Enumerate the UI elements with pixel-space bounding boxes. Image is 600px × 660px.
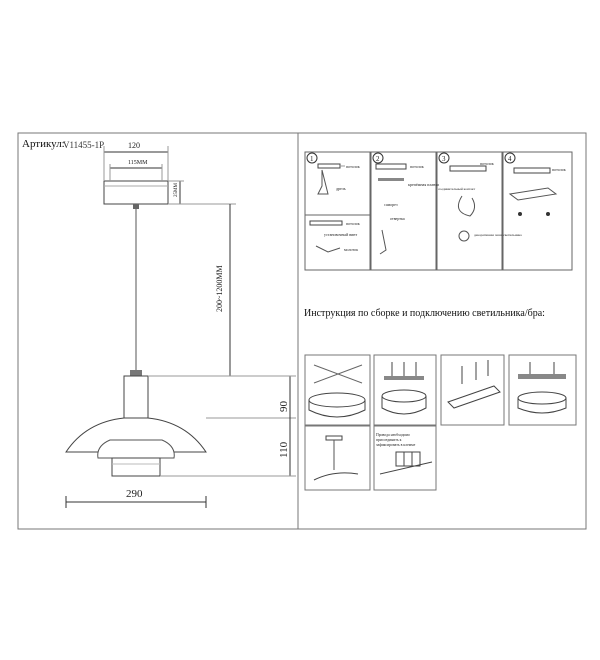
svg-text:крепёжная планка: крепёжная планка xyxy=(408,182,439,187)
step-panel-2 xyxy=(370,151,437,271)
article-label: Артикул: xyxy=(22,138,65,150)
assembly-panel-3 xyxy=(440,354,505,426)
dim-cord-length: 200~1200MM xyxy=(215,265,224,312)
svg-text:потолок: потолок xyxy=(346,221,360,226)
canopy xyxy=(103,180,169,205)
step-panel-1 xyxy=(304,151,371,271)
dim-canopy-inner: 115MM xyxy=(128,160,148,166)
svg-text:потолок: потолок xyxy=(346,164,360,169)
svg-text:отвертка: отвертка xyxy=(390,216,405,221)
dim-shade-width: 290 xyxy=(126,488,143,500)
assembly-panel-6 xyxy=(373,425,437,491)
svg-text:молоток: молоток xyxy=(344,247,358,252)
hammer-icon xyxy=(315,245,341,253)
wiring-note-1: Провода необходимо xyxy=(376,433,410,437)
svg-text:дрель: дрель xyxy=(336,186,346,191)
step-panel-4 xyxy=(502,151,573,271)
svg-text:потолок: потолок xyxy=(480,161,494,166)
dim-bottom-height: 110 xyxy=(278,441,290,458)
dim-canopy-width: 120 xyxy=(128,141,140,150)
dim-canopy-height: 25MM xyxy=(174,183,179,197)
lamp-drawing xyxy=(65,180,207,477)
upper-shade xyxy=(65,417,207,453)
mounting-bracket xyxy=(378,178,404,181)
drill-icon xyxy=(317,169,329,195)
dim-top-height: 90 xyxy=(278,401,290,413)
wiring-note-2: присоединить к xyxy=(376,438,402,442)
wiring-note-3: зафиксировать в клемме xyxy=(376,443,416,447)
svg-text:соединительный контакт: соединительный контакт xyxy=(438,187,476,191)
step-number-2: 2 xyxy=(376,155,380,163)
svg-text:потолок: потолок xyxy=(552,167,566,172)
step-panel-3 xyxy=(436,151,503,271)
svg-text:потолок: потолок xyxy=(410,164,424,169)
screwdriver-icon xyxy=(379,229,387,255)
step-number-3: 3 xyxy=(442,155,446,163)
step-number-4: 4 xyxy=(508,155,512,163)
instruction-title: Инструкция по сборке и подключению свети… xyxy=(304,308,545,319)
sheet-frame xyxy=(17,132,587,530)
lamp-body xyxy=(123,375,149,421)
assembly-panel-5 xyxy=(304,425,371,491)
wire-sketch xyxy=(457,195,476,217)
assembly-panels xyxy=(304,354,577,491)
svg-text:установочный винт: установочный винт xyxy=(324,232,357,237)
article-number: V11455-1P xyxy=(63,140,105,150)
step-panels xyxy=(304,151,573,271)
terminal-block xyxy=(395,451,421,467)
assembly-panel-1 xyxy=(304,354,371,426)
svg-text:декоративная чаша светильника: декоративная чаша светильника xyxy=(474,233,522,237)
assembly-panel-4 xyxy=(508,354,577,426)
assembly-panel-2 xyxy=(373,354,437,426)
step-number-1: 1 xyxy=(310,155,314,163)
lower-shade xyxy=(111,457,161,477)
svg-text:саморез: саморез xyxy=(384,202,398,207)
